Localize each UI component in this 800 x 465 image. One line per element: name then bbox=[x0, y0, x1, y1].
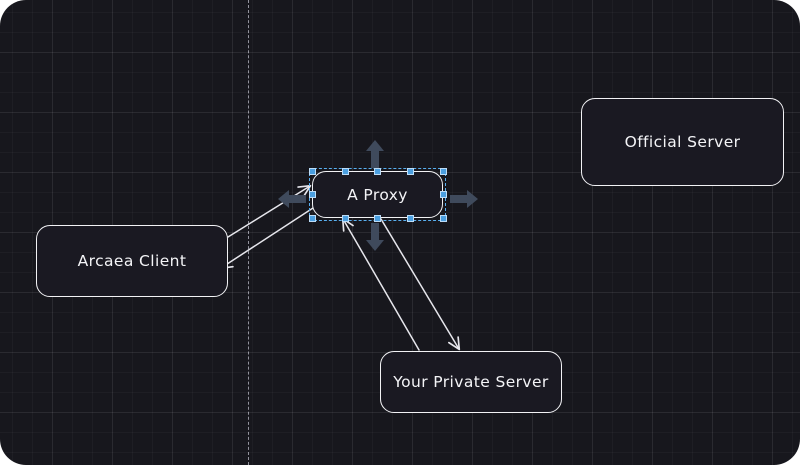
handle-top-right[interactable] bbox=[440, 168, 447, 175]
direction-arrow-up[interactable] bbox=[364, 139, 386, 169]
direction-arrow-down[interactable] bbox=[364, 222, 386, 252]
handle-bottom-right[interactable] bbox=[440, 215, 447, 222]
node-label-a-proxy: A Proxy bbox=[347, 185, 408, 204]
connector-proxy-to-private-server[interactable] bbox=[380, 218, 461, 351]
node-a-proxy[interactable]: A Proxy bbox=[312, 171, 443, 218]
handle-bottom-left[interactable] bbox=[309, 215, 316, 222]
handle-top-left[interactable] bbox=[309, 168, 316, 175]
connector-private-server-to-proxy[interactable] bbox=[341, 217, 420, 351]
connector-client-to-proxy[interactable] bbox=[227, 184, 312, 238]
connector-proxy-to-client[interactable] bbox=[219, 207, 314, 270]
direction-arrow-left[interactable] bbox=[277, 184, 307, 214]
node-label-arcaea-client: Arcaea Client bbox=[77, 252, 187, 270]
node-your-private-server[interactable]: Your Private Server bbox=[380, 351, 562, 413]
node-official-server[interactable]: Official Server bbox=[581, 98, 784, 186]
node-label-official-server: Official Server bbox=[624, 133, 741, 151]
direction-arrow-right[interactable] bbox=[449, 184, 479, 214]
node-label-your-private-server: Your Private Server bbox=[393, 373, 549, 391]
node-arcaea-client[interactable]: Arcaea Client bbox=[36, 225, 228, 297]
page-break-guide bbox=[248, 0, 249, 465]
